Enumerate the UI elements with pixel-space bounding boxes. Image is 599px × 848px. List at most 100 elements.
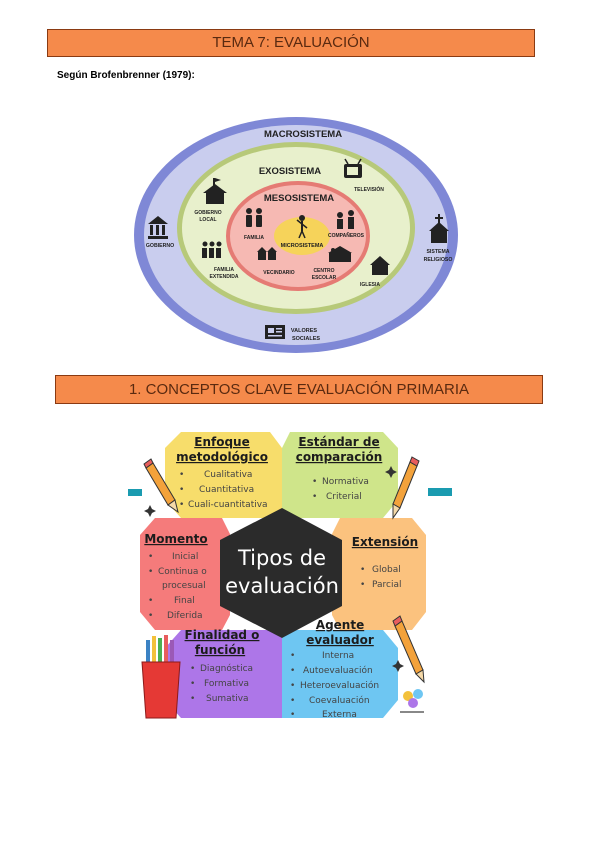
finalidad-title-1: Finalidad o (185, 628, 260, 642)
enfoque-title-2: metodológico (176, 450, 268, 464)
micro-label: MICROSISTEMA (281, 243, 324, 249)
school-label-2: ESCOLAR (312, 275, 337, 281)
enfoque-bullet-2: • (179, 485, 184, 495)
enfoque-item-3: Cuali-cuantitativa (188, 500, 268, 510)
agente-item-1: Interna (322, 651, 354, 661)
family-icon (246, 208, 262, 227)
momento-bullet-4: • (148, 611, 153, 621)
momento-item-2b: procesual (162, 581, 206, 591)
estandar-item-1: Normativa (322, 477, 369, 487)
finalidad-bullet-1: • (190, 664, 195, 674)
ecological-model-diagram: MACROSISTEMA EXOSISTEMA MESOSISTEMA MICR… (134, 117, 458, 353)
classmates-icon (337, 210, 354, 229)
television-label: TELEVISIÓN (354, 185, 384, 193)
enfoque-item-1: Cualitativa (204, 470, 252, 480)
agente-bullet-5: • (290, 710, 295, 720)
church-label: IGLESIA (360, 282, 380, 288)
logo-icon (400, 689, 424, 713)
extended-family-icon (202, 241, 222, 258)
estandar-title-1: Estándar de (298, 435, 379, 449)
church-icon (370, 256, 390, 275)
section-title-banner: 1. CONCEPTOS CLAVE EVALUACIÓN PRIMARIA (55, 375, 543, 404)
agente-panel (282, 630, 398, 718)
momento-item-1: Inicial (172, 552, 198, 562)
extension-panel (332, 518, 426, 630)
enfoque-bullet-1: • (179, 470, 184, 480)
momento-bullet-3: • (148, 596, 153, 606)
enfoque-panel (165, 432, 282, 518)
finalidad-bullet-2: • (190, 679, 195, 689)
neighborhood-icon (257, 247, 277, 260)
momento-bullet-1: • (148, 552, 153, 562)
extension-bullet-2: • (360, 580, 365, 590)
estandar-bullet-1: • (312, 477, 317, 487)
momento-bullet-2: • (148, 567, 153, 577)
accent-bar-left (128, 489, 142, 496)
momento-title: Momento (144, 532, 207, 546)
agente-bullet-1: • (290, 651, 295, 661)
estandar-item-2: Criterial (326, 492, 362, 502)
finalidad-bullet-3: • (190, 694, 195, 704)
microsystem-core (274, 217, 330, 255)
finalidad-item-3: Sumativa (206, 694, 249, 704)
exo-label: EXOSISTEMA (259, 166, 321, 177)
extension-item-2: Parcial (372, 580, 402, 590)
religious-system-label-2: RELIGIOSO (424, 257, 453, 263)
pencil-icon-right-top (392, 456, 420, 520)
town-hall-icon (203, 178, 227, 204)
estandar-title-2: comparación (296, 450, 383, 464)
momento-item-2: Continua o (158, 567, 207, 577)
agente-bullet-3: • (290, 681, 295, 691)
government-label: GOBIERNO (146, 243, 174, 249)
extension-bullet-1: • (360, 565, 365, 575)
extended-family-label-2: EXTENDIDA (210, 274, 239, 280)
extension-item-1: Global (372, 565, 401, 575)
topic-title-banner: TEMA 7: EVALUACIÓN (47, 29, 535, 57)
extension-title: Extensión (352, 535, 418, 549)
agente-bullet-4: • (290, 696, 295, 706)
momento-item-3: Final (174, 596, 195, 606)
pencil-cup-icon (141, 635, 181, 719)
finalidad-item-2: Formativa (204, 679, 249, 689)
momento-panel (140, 518, 230, 630)
agente-item-4: Coevaluación (309, 695, 370, 706)
estandar-panel (282, 432, 398, 518)
religious-system-label-1: SISTEMA (426, 249, 449, 255)
neighborhood-label: VECINDARIO (263, 270, 295, 276)
finalidad-item-1: Diagnóstica (200, 663, 253, 674)
momento-item-4: Diferida (167, 611, 203, 621)
finalidad-panel (165, 630, 282, 718)
local-government-label-2: LOCAL (199, 217, 216, 223)
agente-item-5: Externa (322, 710, 357, 720)
accent-bar-right (428, 488, 452, 496)
enfoque-bullet-3: • (179, 500, 184, 510)
television-icon (344, 158, 362, 178)
enfoque-item-2: Cuantitativa (199, 485, 254, 495)
social-values-label-1: VALORES (291, 328, 318, 334)
pencil-icon-right-bottom (392, 615, 425, 684)
macro-label: MACROSISTEMA (264, 129, 342, 140)
author-reference: Según Brofenbrenner (1979): (57, 70, 195, 81)
finalidad-title-2: función (195, 643, 245, 657)
social-values-label-2: SOCIALES (292, 336, 320, 342)
agente-title-2: evaluador (306, 633, 374, 647)
agente-item-3: Heteroevaluación (300, 680, 379, 691)
newspaper-icon (265, 325, 285, 339)
child-icon (296, 215, 308, 239)
family-label: FAMILIA (244, 235, 264, 241)
extended-family-label-1: FAMILIA (214, 267, 234, 273)
agente-title-1: Agente (316, 618, 364, 632)
agente-bullet-2: • (290, 666, 295, 676)
classmates-label: COMPAÑEROS (328, 232, 365, 239)
center-title-line-1: Tipos de (237, 546, 326, 570)
center-title-line-2: evaluación (225, 574, 339, 598)
estandar-bullet-2: • (312, 492, 317, 502)
agente-item-2: Autoevaluación (303, 665, 373, 676)
school-icon (328, 246, 352, 262)
local-government-label-1: GOBIERNO (194, 210, 221, 216)
sparkle-icons (144, 466, 404, 672)
pencil-icon-left (143, 458, 179, 514)
center-hexagon (220, 508, 342, 638)
religious-system-icon (429, 214, 449, 243)
